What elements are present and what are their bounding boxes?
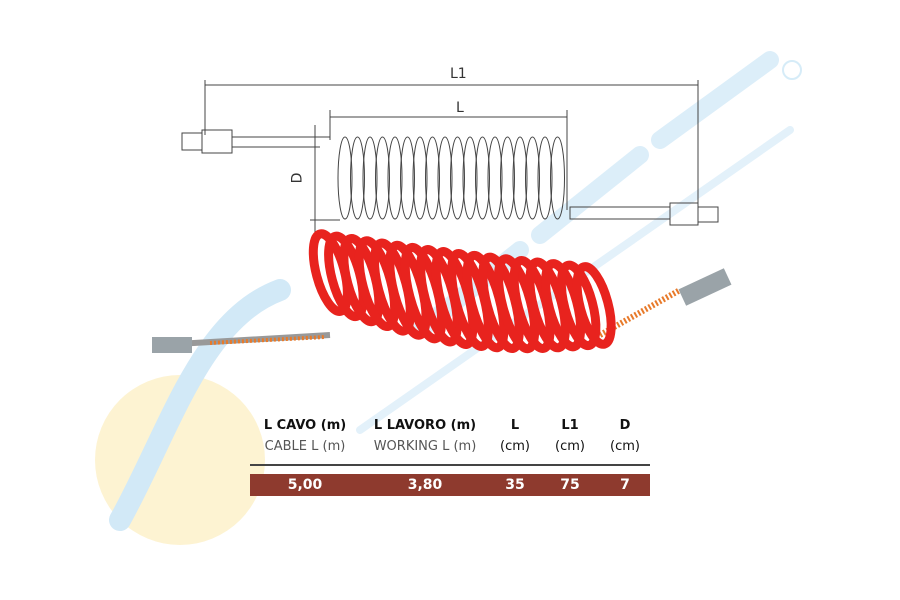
header-l1: L1 [561, 418, 579, 433]
header-cable-length: L CAVO (m) [263, 418, 347, 433]
subheader-cable-length: CABLE L (m) [264, 439, 346, 454]
cell-working-length: 3,80 [407, 477, 443, 493]
diagram-coil [375, 136, 390, 220]
subheader-d: (cm) [610, 439, 640, 454]
diagram-coil [387, 136, 403, 220]
header-working-length: L LAVORO (m) [373, 418, 477, 433]
diagram-coil [350, 136, 365, 220]
diagram-coil [400, 136, 415, 220]
diagram-coil [337, 136, 353, 220]
diagram-coil [412, 136, 428, 220]
diagram-coil [550, 136, 565, 220]
subheader-l1: (cm) [555, 439, 585, 454]
diagram-coil [537, 136, 553, 220]
hose-coil [572, 262, 616, 349]
diagram-coil [450, 136, 465, 220]
diagram-coil [425, 136, 440, 220]
subheader-working-length: WORKING L (m) [373, 439, 477, 454]
cell-d: 7 [620, 477, 630, 493]
diagram-coil [462, 136, 478, 220]
diagram-coil [475, 136, 490, 220]
diagram-coil [512, 136, 528, 220]
subheader-l: (cm) [500, 439, 530, 454]
header-d: D [619, 418, 631, 433]
diagram-coil [437, 136, 453, 220]
diagram-coil [487, 136, 503, 220]
diagram-coil [525, 136, 540, 220]
cell-l: 35 [505, 477, 525, 493]
spec-table: L CAVO (m) L LAVORO (m) L L1 D CABLE L (… [250, 418, 650, 496]
table-row: 5,00 3,80 35 75 7 [250, 474, 650, 496]
diagram-coil [362, 136, 378, 220]
cell-cable-length: 5,00 [287, 477, 323, 493]
cell-l1: 75 [560, 477, 580, 493]
header-l: L [510, 418, 520, 433]
dim-l1-label: L1 [450, 66, 467, 82]
hose-coil [556, 260, 601, 351]
divider [250, 464, 650, 466]
dim-l-label: L [456, 100, 464, 116]
diagram-coil [500, 136, 515, 220]
